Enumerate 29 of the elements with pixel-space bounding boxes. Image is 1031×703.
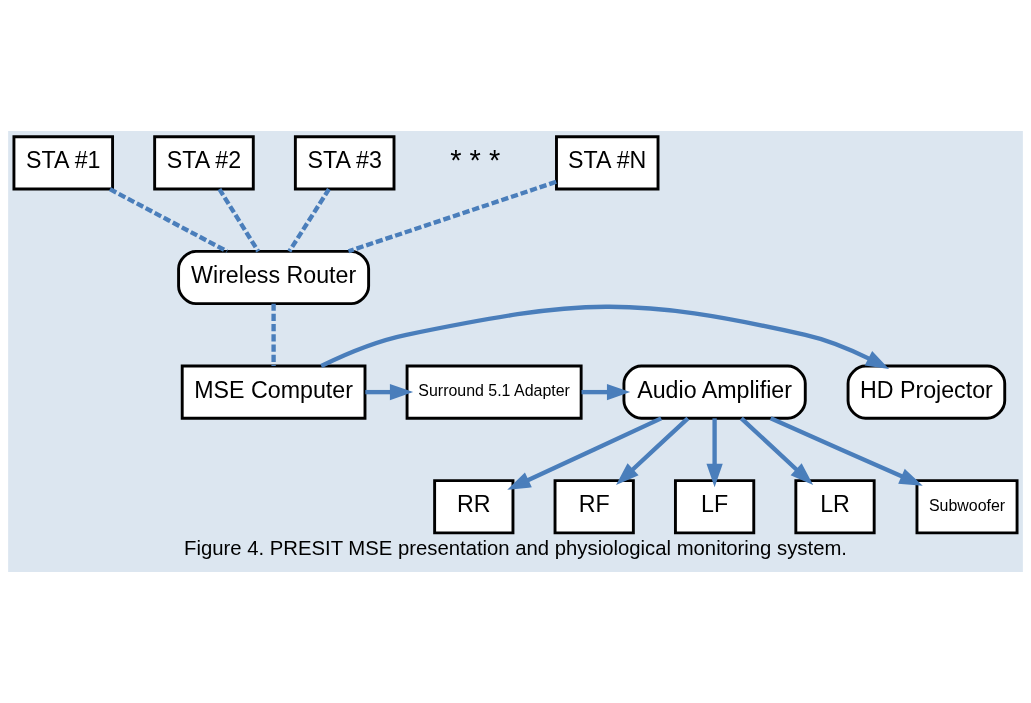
caption: Figure 4. PRESIT MSE presentation and physiological monitoring system. — [184, 536, 847, 559]
node-box: STA #1 — [12, 135, 115, 191]
arrow — [320, 304, 890, 369]
node-box: MSE Computer — [180, 364, 367, 420]
node-box: LR — [794, 479, 876, 535]
node-box: Subwoofer — [915, 479, 1019, 535]
arrow — [739, 416, 814, 486]
arrow — [507, 416, 663, 490]
node-box: Surround 5.1 Adapter — [405, 364, 583, 420]
node-box: HD Projector — [846, 364, 1007, 420]
connector — [347, 179, 557, 254]
node-box: Audio Amplifier — [622, 364, 807, 420]
arrow — [365, 383, 414, 401]
connector — [217, 188, 261, 253]
arrow — [581, 383, 631, 401]
arrow — [769, 416, 923, 486]
connector — [108, 187, 229, 254]
node-box: Wireless Router — [177, 249, 371, 306]
connector — [287, 188, 331, 253]
node-box: STA #3 — [293, 135, 396, 191]
node-box: LF — [674, 479, 756, 535]
node-box: RF — [553, 479, 635, 535]
node-box: RR — [433, 479, 515, 535]
arrow — [706, 418, 723, 488]
connector — [271, 303, 276, 366]
label: * * * — [450, 144, 501, 177]
node-box: STA #2 — [153, 135, 255, 191]
node-box: STA #N — [555, 135, 660, 191]
arrow — [616, 416, 690, 486]
